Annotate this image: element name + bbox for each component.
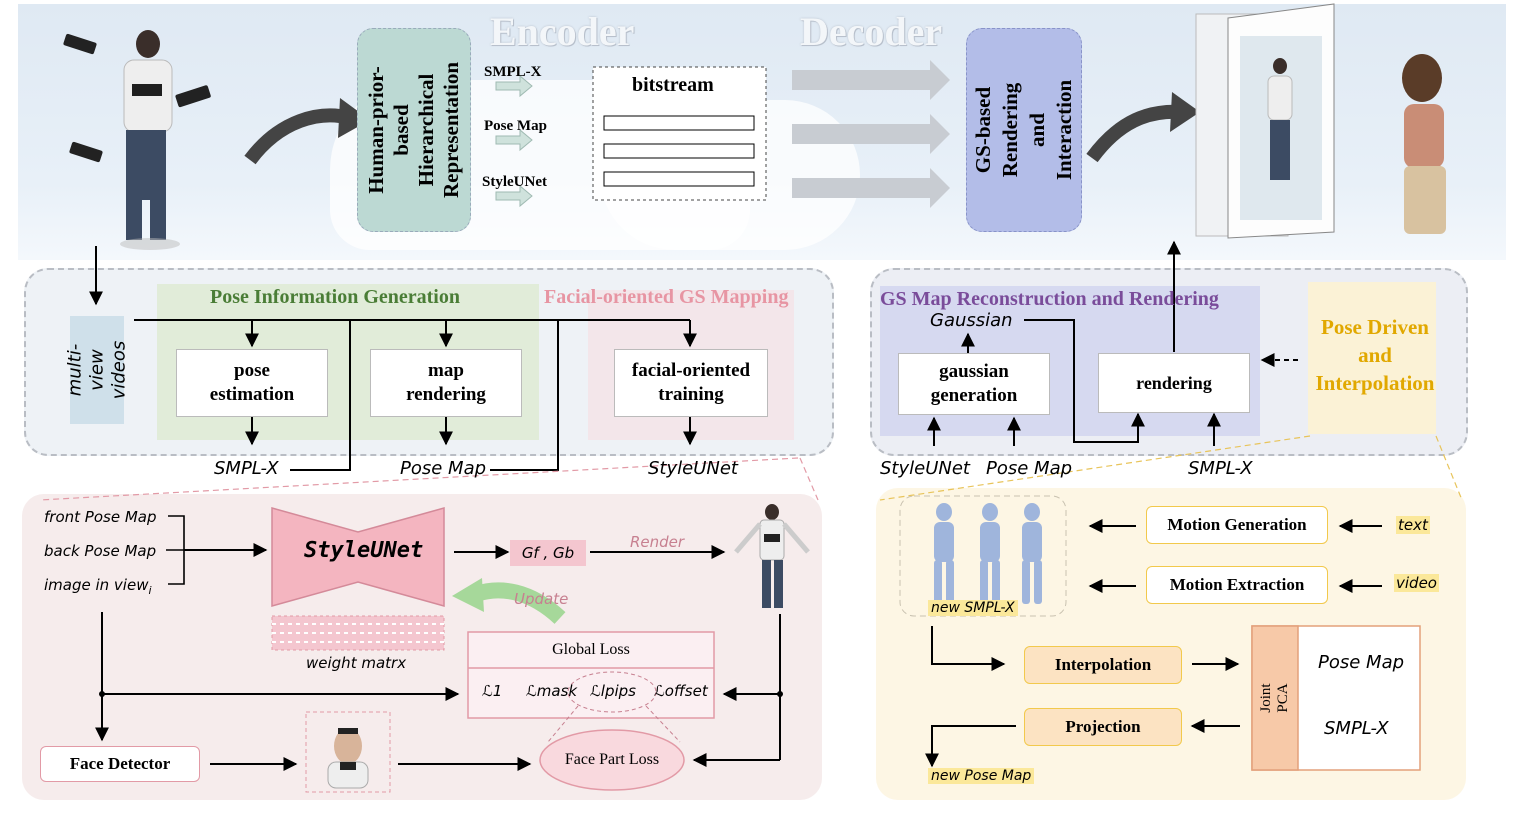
gray-arrow-1 [792, 60, 950, 100]
gs-map-title: GS Map Reconstruction and Rendering [880, 288, 1219, 310]
out-smplx: SMPL-X [214, 458, 279, 479]
captured-person [120, 30, 180, 250]
pose-driven-region [1308, 282, 1436, 434]
gs-rendering-box: GS-based Rendering and Interaction [966, 28, 1082, 232]
bitstream-label: bitstream [632, 74, 714, 96]
weight-label: weight matrx [306, 654, 407, 672]
face-detector-box: Face Detector [40, 746, 200, 782]
new-posemap-label: new Pose Map [928, 768, 1035, 784]
bitstream-bars [603, 115, 755, 187]
input-image-view: image in viewi [44, 576, 152, 597]
gaussian-generation-box: gaussian generation [898, 353, 1050, 415]
pose-driven-label: Pose Driven and Interpolation [1315, 315, 1435, 395]
display-device [1195, 3, 1335, 239]
loss-offset: ℒoffset [654, 682, 708, 700]
gray-arrow-3 [792, 168, 950, 208]
in-styleunet: StyleUNet [880, 458, 970, 479]
motion-generation-box: Motion Generation [1146, 506, 1328, 544]
gs-render-label: GS-based Rendering and Interaction [971, 79, 1076, 181]
weight-matrix [271, 615, 445, 651]
loss-lpips: ℒlpips [590, 682, 636, 700]
styleunet-label: StyleUNet [304, 538, 424, 563]
update-label: Update [514, 590, 569, 608]
face-crop [327, 728, 369, 789]
viewer-woman [1402, 54, 1446, 234]
camera-icons [63, 33, 211, 163]
rendering-box: rendering [1098, 353, 1250, 413]
decoder-title: Decoder [800, 9, 943, 54]
render-label: Render [630, 533, 685, 551]
rendered-person [734, 504, 810, 608]
stream-styleunet: StyleUNet [482, 174, 547, 190]
gaussian-label: Gaussian [930, 310, 1013, 331]
in-smplx: SMPL-X [1188, 458, 1253, 479]
in-posemap: Pose Map [986, 458, 1073, 479]
multi-view-videos: multi-view videos [64, 316, 129, 424]
stream-arrow-3 [495, 184, 533, 208]
pca-posemap: Pose Map [1318, 652, 1405, 673]
hier-rep-label: Human-prior-based Hierarchical Represent… [364, 61, 463, 199]
input-image-view-text: image in view [44, 576, 149, 594]
styleunet-shape [271, 507, 445, 607]
stream-arrow-2 [495, 128, 533, 152]
out-styleunet: StyleUNet [648, 458, 738, 479]
map-rendering-box: map rendering [370, 349, 522, 417]
pose-info-title: Pose Information Generation [210, 286, 460, 308]
pca-smplx: SMPL-X [1324, 718, 1389, 739]
projection-box: Projection [1024, 708, 1182, 746]
stream-smplx: SMPL-X [484, 64, 542, 80]
stream-arrow-1 [495, 74, 533, 98]
video-input: video [1394, 574, 1439, 592]
loss-mask: ℒmask [526, 682, 578, 700]
interpolation-box: Interpolation [1024, 646, 1182, 684]
text-input: text [1396, 516, 1430, 534]
gf-gb-label: Gf , Gb [510, 540, 586, 566]
new-smplx-label: new SMPL-X [928, 600, 1018, 616]
out-posemap: Pose Map [400, 458, 487, 479]
face-part-loss-shape [539, 729, 685, 791]
facial-training-box: facial-oriented training [614, 349, 768, 417]
input-back-posemap: back Pose Map [44, 542, 157, 560]
global-loss-box [467, 631, 715, 719]
gray-arrow-2 [792, 114, 950, 154]
multi-view-label: multi-view videos [64, 340, 130, 400]
joint-pca-label: Joint PCA [1252, 626, 1298, 770]
loss-l1: ℒ1 [482, 682, 503, 700]
global-loss-label: Global Loss [552, 641, 630, 658]
input-front-posemap: front Pose Map [44, 508, 157, 526]
input-image-view-subscript: i [148, 584, 152, 597]
pose-estimation-box: pose estimation [176, 349, 328, 417]
stream-posemap: Pose Map [484, 118, 547, 134]
motion-extraction-box: Motion Extraction [1146, 566, 1328, 604]
joint-pca-text: Joint PCA [1258, 683, 1291, 713]
face-part-loss-label: Face Part Loss [564, 751, 660, 768]
new-smplx-box [899, 495, 1067, 617]
curved-arrow-out [1086, 104, 1183, 163]
curved-arrow-in [244, 108, 352, 165]
hierarchical-representation-box: Human-prior-based Hierarchical Represent… [357, 28, 471, 232]
new-smplx-figures [934, 503, 1042, 604]
encoder-title: Encoder [490, 9, 635, 54]
facial-title: Facial-oriented GS Mapping [544, 286, 789, 308]
